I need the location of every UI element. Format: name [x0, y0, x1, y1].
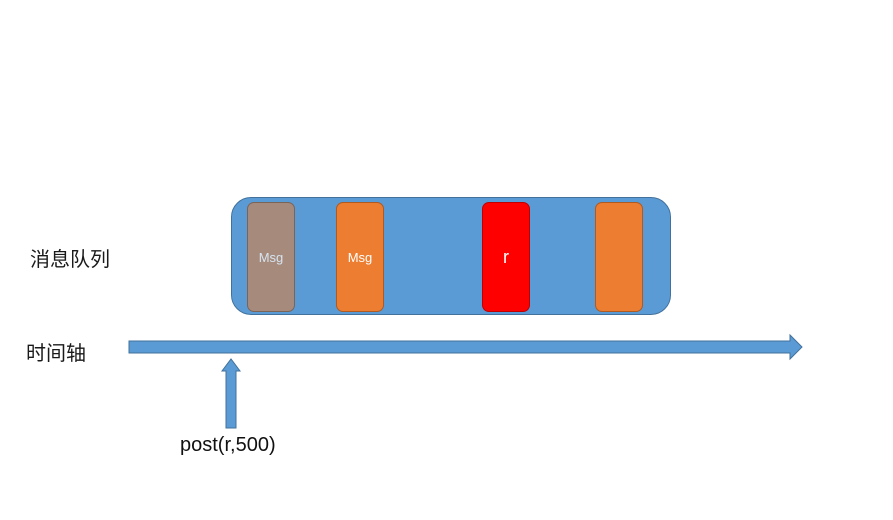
queue-message-2-label: Msg	[347, 249, 373, 265]
message-queue: Msg Msg r	[231, 197, 671, 315]
queue-message-r-label: r	[503, 246, 509, 267]
queue-message-1: Msg	[247, 202, 295, 312]
queue-message-2: Msg	[336, 202, 384, 312]
queue-message-1-label: Msg	[258, 249, 284, 265]
post-insert-arrow	[221, 358, 241, 429]
queue-message-4	[595, 202, 643, 312]
message-queue-label: 消息队列	[30, 247, 110, 271]
timeline-arrow	[128, 333, 803, 361]
queue-message-r: r	[482, 202, 530, 312]
timeline-label: 时间轴	[26, 341, 86, 365]
post-call-label: post(r,500)	[180, 434, 276, 456]
